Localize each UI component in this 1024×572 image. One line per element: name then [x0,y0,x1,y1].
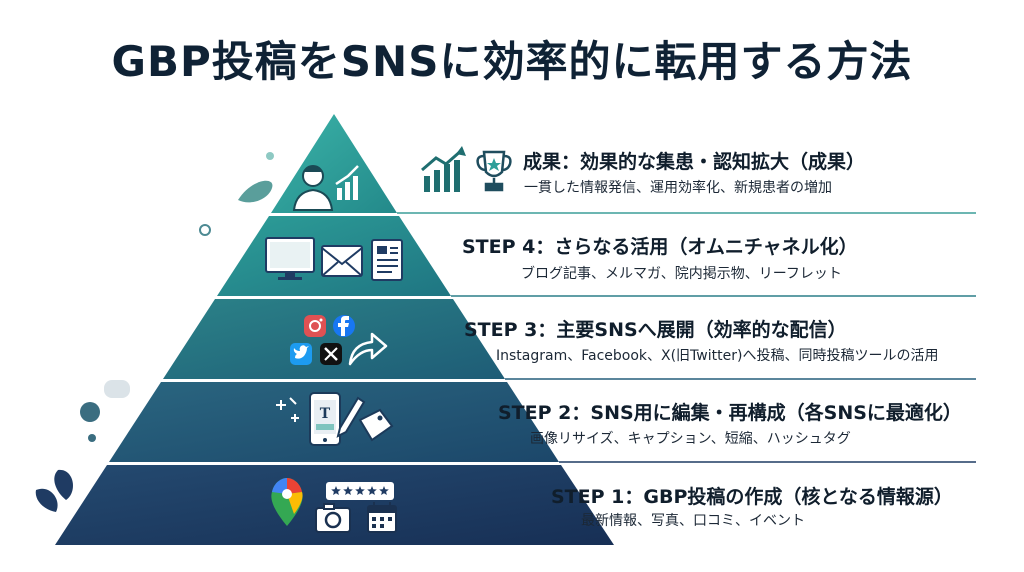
leaf-icon [35,488,58,512]
tier-step1-title: STEP 1：GBP投稿の作成（核となる情報源） [551,486,953,508]
review-star [355,486,365,495]
tier-outcome-subtitle: 一貫した情報発信、運用効率化、新規患者の増加 [524,180,832,196]
review-star [379,486,389,495]
review-star [367,486,377,495]
decor-blob [104,380,130,398]
bar-chart-icon [335,165,359,200]
tier-step4-subtitle: ブログ記事、メルマガ、院内掲示物、リーフレット [521,266,842,282]
decoration-left [35,152,274,512]
decor-dot [80,402,100,422]
blog-monitor-icon [265,237,315,280]
leaf-icon [54,469,73,500]
sparkle-icon [276,397,299,422]
tier-step2-subtitle: 画像リサイズ、キャプション、短縮、ハッシュタグ [530,431,851,447]
svg-text:T: T [320,406,331,422]
decor-dot [199,224,211,236]
map-pin-icon [271,478,303,526]
mail-icon [321,245,363,277]
document-icon [371,239,403,281]
page-title: GBP投稿をSNSに効率的に転用する方法 [111,37,913,86]
tier-outcome-shape [271,114,397,213]
leaf-icon [238,180,273,203]
phone-edit-icon: T [309,392,341,446]
review-stars-icon [326,482,394,500]
tier-step3-title: STEP 3：主要SNSへ展開（効率的な配信） [464,319,847,341]
pencil-icon [336,396,366,438]
tier-step3-subtitle: Instagram、Facebook、X(旧Twitter)へ投稿、同時投稿ツー… [496,348,939,364]
growth-chart-icon [421,146,466,192]
share-arrow-icon [348,332,388,366]
camera-icon [315,503,351,533]
twitter-icon [290,343,312,365]
review-star [343,486,353,495]
tier-step2-title: STEP 2：SNS用に編集・再構成（各SNSに最適化） [498,402,962,424]
decor-dot [266,152,274,160]
calendar-icon [367,502,397,533]
review-star [331,486,341,495]
tag-icon [358,408,394,442]
person-icon [292,165,334,211]
decor-dot [88,434,96,442]
facebook-icon [333,315,355,337]
tier-outcome-title: 成果：効果的な集患・認知拡大（成果） [523,151,866,173]
tier-step4-title: STEP 4：さらなる活用（オムニチャネル化） [462,236,858,258]
trophy-icon [476,150,512,192]
x-icon [320,343,342,365]
instagram-icon [304,315,326,337]
tier-step3-shape [163,299,505,379]
tier-step1-subtitle: 最新情報、写真、口コミ、イベント [581,513,805,529]
